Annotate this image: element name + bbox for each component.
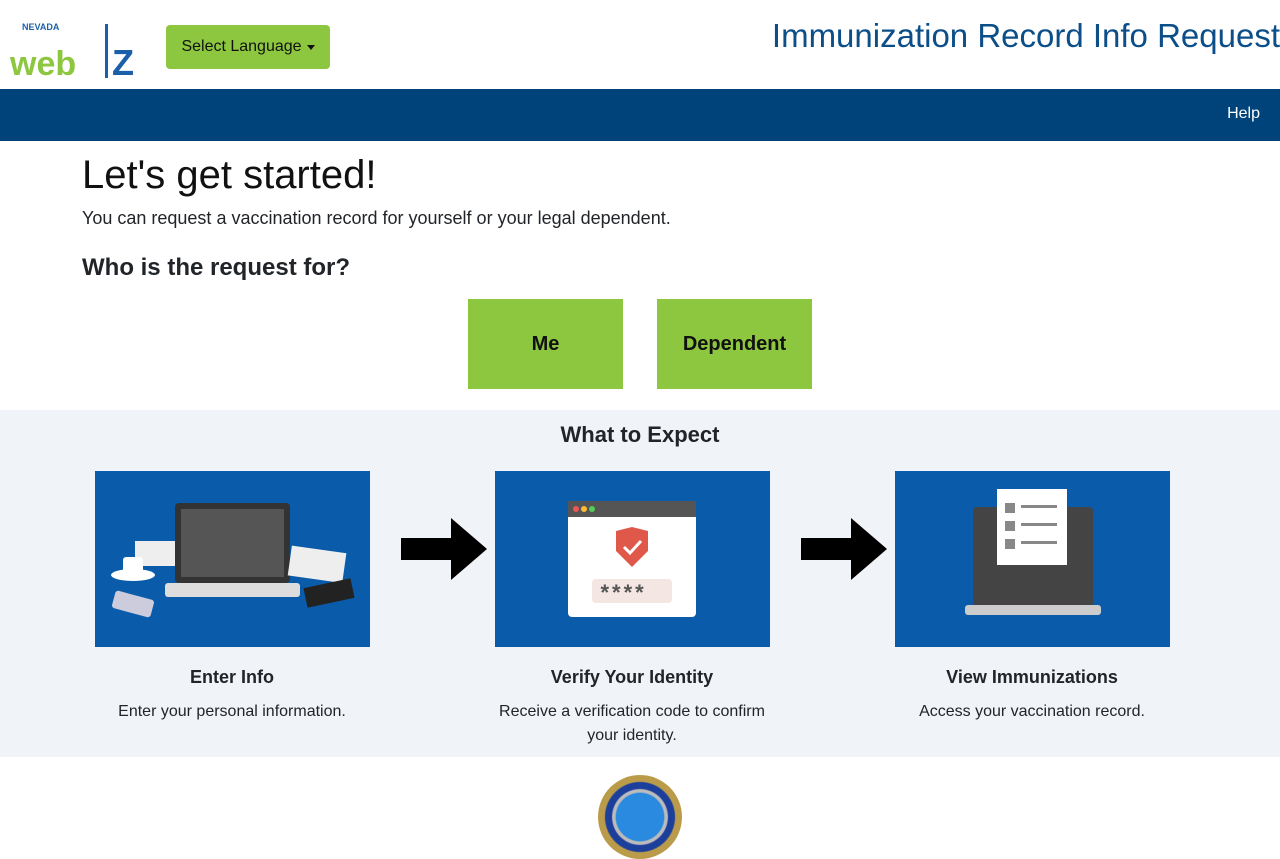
svg-text:web: web: [9, 45, 76, 80]
caret-down-icon: [306, 44, 315, 50]
laptop-desk-illustration: [94, 471, 370, 647]
svg-text:NEVADA: NEVADA: [22, 22, 60, 32]
step-desc: Enter your personal information.: [118, 703, 346, 720]
step-verify-identity: **** Verify Your Identity Receive a veri…: [452, 471, 812, 748]
state-seal-logo: [598, 775, 682, 859]
main-content: Let's get started! You can request a vac…: [0, 153, 1280, 282]
step-view-immunizations: View Immunizations Access your vaccinati…: [852, 471, 1212, 724]
step-desc: Access your vaccination record.: [919, 703, 1145, 720]
arrow-right-icon: [801, 518, 887, 580]
step-title: Enter Info: [190, 667, 274, 687]
help-link[interactable]: Help: [1227, 105, 1260, 122]
nav-bar: Help: [0, 89, 1280, 141]
records-illustration: [894, 471, 1170, 647]
heading: Let's get started!: [82, 153, 377, 197]
nevada-webiz-logo[interactable]: NEVADA web Z: [8, 20, 154, 80]
step-enter-info: Enter Info Enter your personal informati…: [52, 471, 412, 724]
code-mask: ****: [600, 580, 647, 605]
step-title: Verify Your Identity: [550, 667, 714, 687]
page-title: Immunization Record Info Request: [771, 17, 1280, 54]
subtext: You can request a vaccination record for…: [82, 208, 671, 228]
what-to-expect-section: What to Expect Enter Info Enter your per…: [0, 410, 1280, 757]
step-desc: Receive a verification code to confirm y…: [499, 703, 765, 744]
svg-text:Z: Z: [112, 42, 134, 80]
question: Who is the request for?: [82, 254, 351, 281]
dependent-button[interactable]: Dependent: [657, 299, 812, 389]
select-language-button[interactable]: Select Language: [166, 25, 330, 69]
arrow-right-icon: [401, 518, 487, 580]
expect-heading: What to Expect: [560, 422, 720, 447]
header: NEVADA web Z Select Language Immunizatio…: [0, 0, 1280, 89]
me-button[interactable]: Me: [468, 299, 623, 389]
step-title: View Immunizations: [946, 667, 1118, 687]
verification-illustration: ****: [494, 471, 770, 647]
